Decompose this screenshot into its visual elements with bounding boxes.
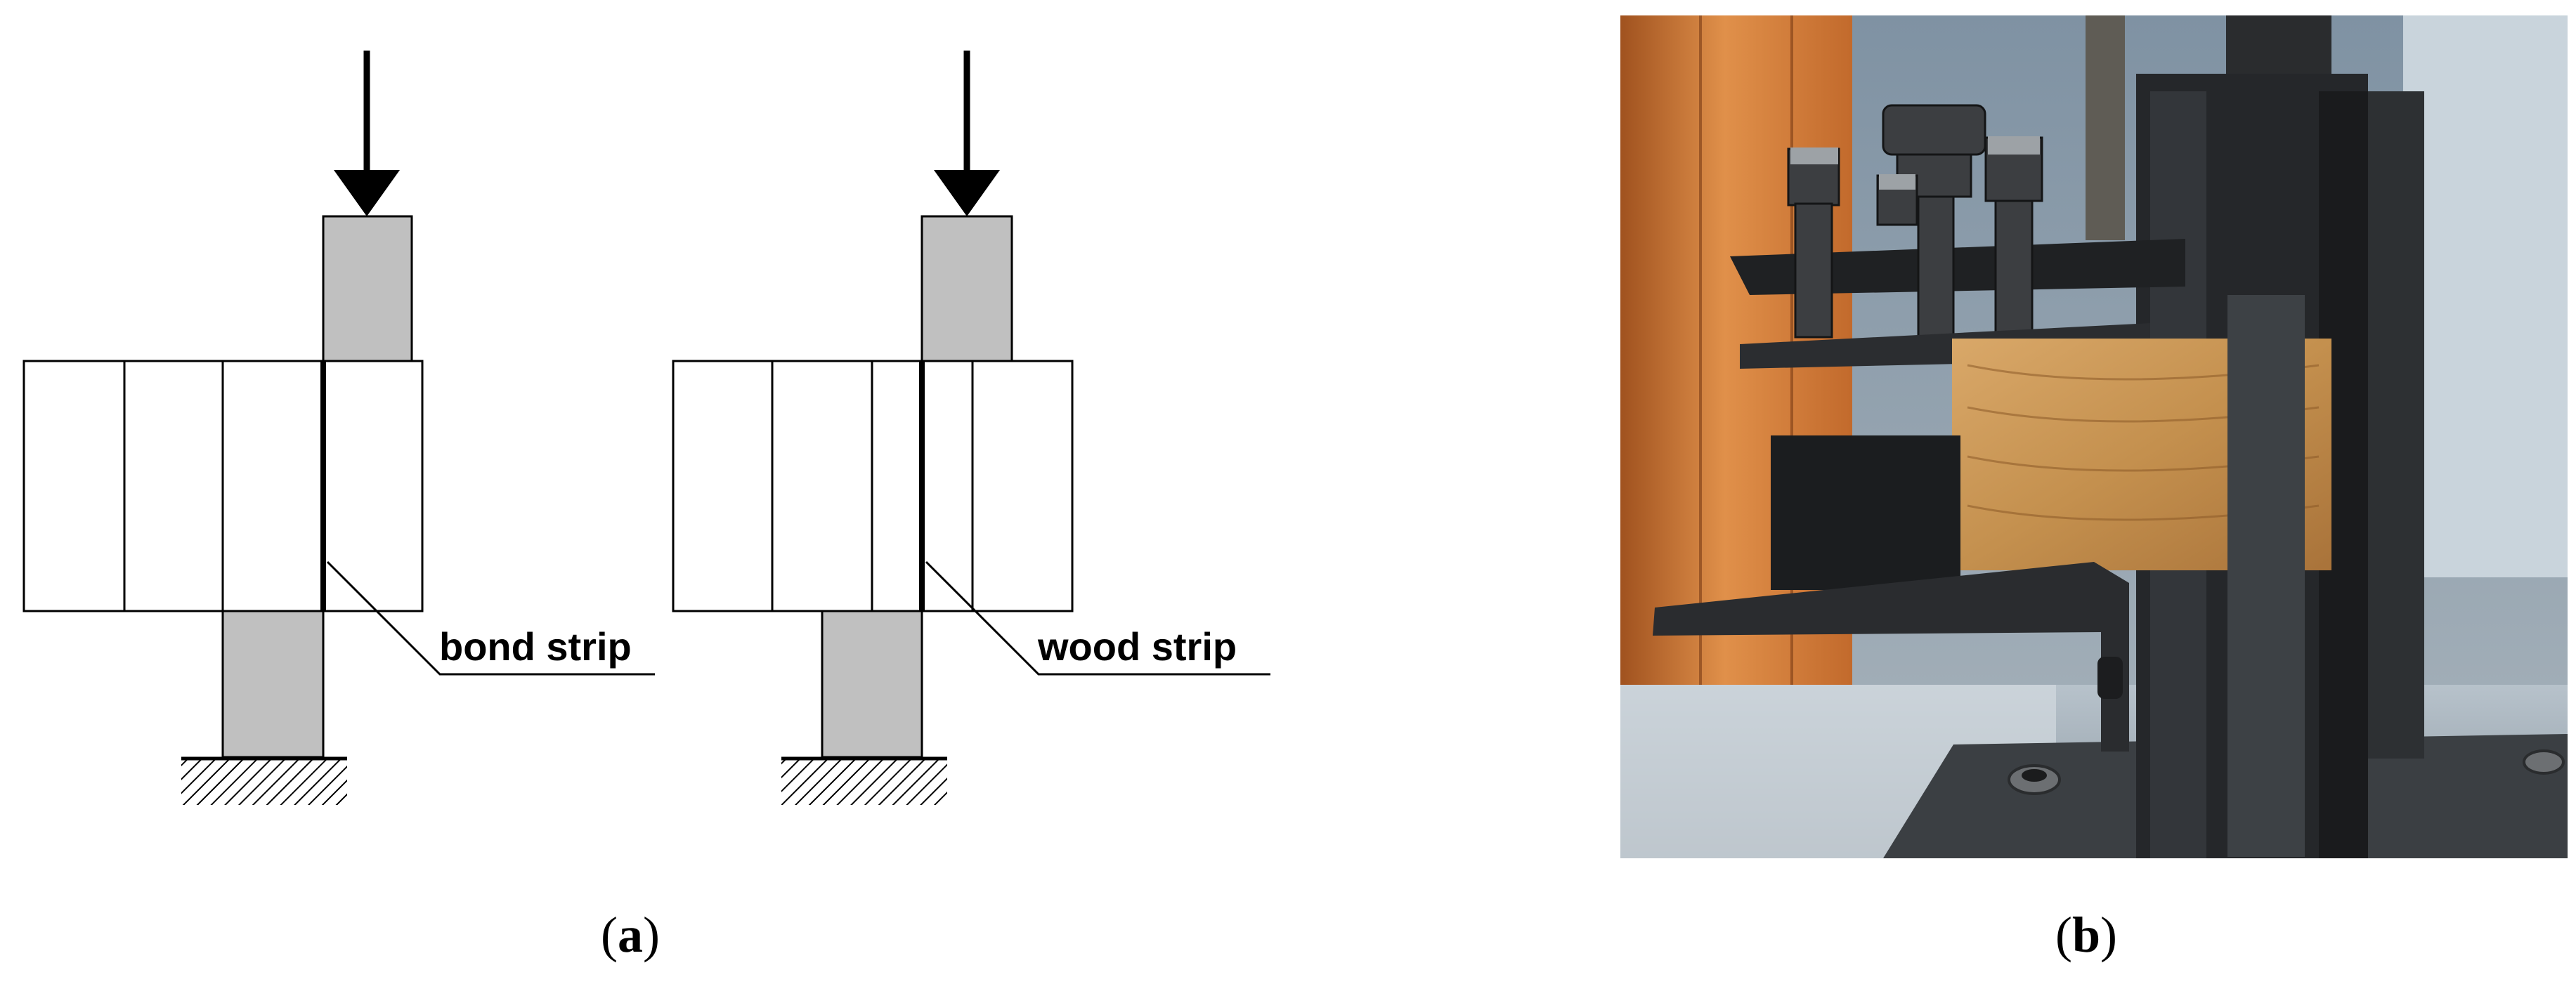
ground-support-a xyxy=(181,756,347,805)
specimen-a xyxy=(22,360,424,612)
load-arrow-b xyxy=(934,51,1000,216)
caption-b: (b) xyxy=(2055,907,2118,963)
ground-support-b xyxy=(781,756,947,805)
test-fixture-photo xyxy=(1620,15,2568,858)
top-platen-a xyxy=(322,215,413,362)
load-arrow-a xyxy=(334,51,400,216)
bottom-support-b xyxy=(821,610,923,759)
bond-strip-label: bond strip xyxy=(439,624,632,669)
top-platen-b xyxy=(921,215,1013,362)
caption-a: (a) xyxy=(601,907,660,963)
leader-line-b xyxy=(925,560,1270,676)
shear-test-diagram-wood-strip: wood strip xyxy=(672,51,1270,805)
shear-test-diagram-bond-strip: bond strip xyxy=(22,51,655,805)
bottom-support-a xyxy=(221,610,325,759)
wood-strip-label: wood strip xyxy=(1037,624,1237,669)
leader-line-a xyxy=(326,560,655,676)
specimen-b xyxy=(672,360,1074,612)
